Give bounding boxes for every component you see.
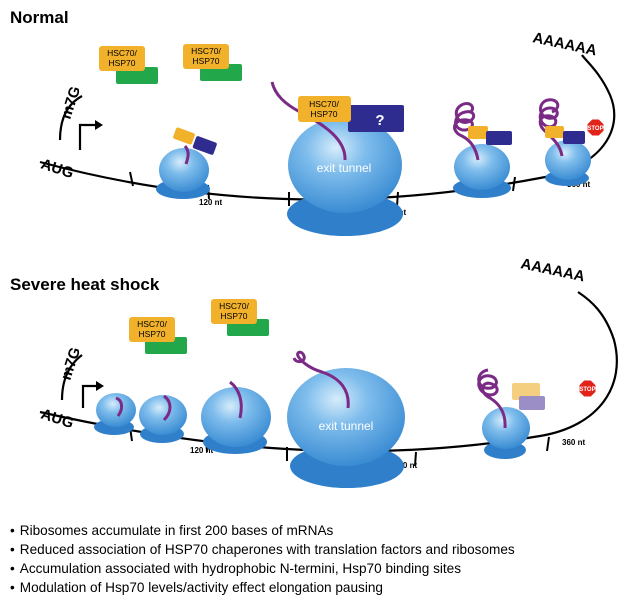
ribosome-heat-4: exit tunnel — [287, 350, 405, 488]
findings-item: Accumulation associated with hydrophobic… — [10, 559, 630, 578]
navy-factor-bound — [563, 131, 585, 144]
hsc70-box — [298, 96, 351, 122]
hsc70-box — [211, 299, 257, 324]
hsc70-bound — [468, 126, 488, 139]
stop-sign-normal — [586, 118, 605, 137]
findings-item: Reduced association of HSP70 chaperones … — [10, 540, 630, 559]
stop-label-normal: STOP — [587, 126, 603, 132]
ribosome-small-subunit — [545, 140, 591, 180]
ribosome-heat-1 — [94, 393, 136, 435]
ribosome-small-subunit — [201, 387, 271, 447]
hsc70-label-line1: HSC70/ — [137, 319, 167, 329]
nascent-peptide-coil — [538, 98, 564, 157]
ribosome-small-subunit — [96, 393, 136, 427]
findings-item: Ribosomes accumulate in first 200 bases … — [10, 521, 630, 540]
ribosome-small-subunit — [139, 395, 187, 435]
nt-120-normal: 120 nt — [199, 198, 222, 207]
ribosome-small-subunit — [159, 148, 209, 192]
hsc70-complex-free-heat-2: HSC70/ HSP70 — [211, 299, 269, 336]
start-arrow-head-normal — [95, 120, 103, 130]
hsc70-box — [129, 317, 175, 342]
ribosome-heat-3 — [201, 380, 271, 454]
nt-360-heat: 360 nt — [562, 438, 585, 447]
nt-120-heat: 120 nt — [190, 446, 213, 455]
panel-normal: Normal m7G AUG AAAAAA 120 nt 240 nt 360 … — [10, 8, 616, 236]
cap-label-normal: m7G — [58, 84, 84, 121]
ribosome-normal-2: exit tunnel ? HSC70/ HSP70 — [270, 81, 404, 236]
tick-normal-4 — [396, 191, 399, 207]
ribosome-normal-1 — [156, 127, 217, 199]
green-factor-box — [116, 67, 158, 84]
stop-label-heat: STOP — [579, 387, 595, 393]
stop-sign-heat — [578, 379, 597, 398]
hsc70-label-line2: HSP70 — [109, 58, 136, 68]
navy-factor-faded — [519, 396, 545, 410]
findings-item: Modulation of Hsp70 levels/activity effe… — [10, 578, 630, 597]
hsc70-bound — [545, 126, 564, 138]
nascent-peptide — [292, 350, 350, 409]
ribosome-normal-4: STOP — [538, 98, 605, 186]
start-arrow-head-heat — [96, 381, 104, 391]
start-arrow-normal — [78, 123, 97, 150]
hsc70-label-line2: HSP70 — [139, 329, 166, 339]
hsc70-label-line2: HSP70 — [311, 109, 338, 119]
nascent-peptide — [229, 380, 243, 419]
polya-label-heat: AAAAAA — [519, 255, 586, 285]
exit-tunnel-label-normal: exit tunnel — [317, 161, 372, 175]
panel-title-normal: Normal — [10, 8, 69, 27]
ribosome-heat-5 — [477, 368, 545, 459]
navy-factor-bound — [486, 131, 512, 145]
hsc70-bound — [173, 127, 195, 145]
hsc70-label-line2: HSP70 — [193, 56, 220, 66]
tick-heat-4 — [414, 451, 417, 467]
mrna-strand-heat-cap — [60, 354, 83, 401]
nascent-peptide-coil — [453, 102, 480, 161]
hsc70-complex-free-heat-1: HSC70/ HSP70 — [129, 317, 187, 354]
panel-heat-shock: Severe heat shock m7G AUG AAAAAA 120 nt … — [10, 255, 618, 488]
cap-label-heat: m7G — [58, 345, 84, 382]
hsc70-label-line1: HSC70/ — [309, 99, 339, 109]
start-codon-label-heat: AUG — [39, 406, 76, 432]
findings-list: Ribosomes accumulate in first 200 bases … — [10, 521, 630, 597]
nascent-peptide — [115, 396, 124, 417]
tick-heat-5 — [546, 436, 550, 452]
nascent-peptide — [183, 145, 190, 165]
nascent-peptide — [162, 394, 172, 422]
ribosome-normal-3 — [453, 102, 512, 198]
mrna-strand-normal — [58, 95, 83, 141]
nascent-peptide-coil — [477, 368, 507, 429]
ribosome-small-subunit — [288, 117, 402, 213]
navy-factor-bound — [192, 136, 217, 155]
ribosome-small-subunit — [454, 144, 510, 190]
hsc70-label-line1: HSC70/ — [219, 301, 249, 311]
ribosome-heat-2 — [139, 394, 187, 443]
navy-factor-bound — [348, 105, 404, 132]
mrna-strand-heat-main — [39, 291, 618, 453]
hsc70-label-line2: HSP70 — [221, 311, 248, 321]
polya-label-normal: AAAAAA — [531, 29, 598, 59]
hsc70-faded — [512, 383, 540, 400]
panel-title-heat-shock: Severe heat shock — [10, 275, 160, 294]
hsc70-box — [183, 44, 229, 69]
start-codon-label-normal: AUG — [39, 156, 76, 182]
tick-normal-5 — [512, 176, 516, 192]
tick-normal-1 — [129, 171, 134, 187]
hsc70-label-line1: HSC70/ — [191, 46, 221, 56]
ribosome-small-subunit — [287, 368, 405, 466]
start-arrow-heat — [81, 384, 98, 408]
hsc70-box — [99, 46, 145, 71]
nt-240-heat: 240 nt — [394, 461, 417, 470]
hsc70-complex-free-2: HSC70/ HSP70 — [183, 44, 242, 81]
unknown-factor-question: ? — [375, 112, 384, 129]
exit-tunnel-label-heat: exit tunnel — [319, 419, 374, 433]
hsc70-label-line1: HSC70/ — [107, 48, 137, 58]
hsc70-complex-free-1: HSC70/ HSP70 — [99, 46, 158, 84]
